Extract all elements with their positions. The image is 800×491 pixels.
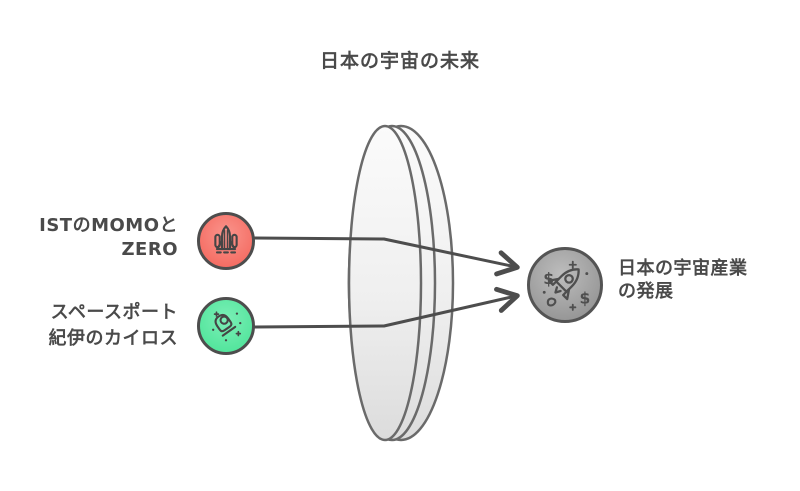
input-label-kairos-line2: 紀伊のカイロス bbox=[48, 328, 178, 349]
connector-line-bottom bbox=[253, 286, 520, 329]
output-node-space-industry: $ $ bbox=[527, 247, 603, 323]
input-label-ist-line1: ISTのMOMOと bbox=[39, 215, 178, 236]
spaceship-icon bbox=[212, 311, 242, 342]
dollar-sign-right: $ bbox=[580, 290, 591, 308]
input-label-ist-line2: ZERO bbox=[121, 239, 178, 260]
input-label-kairos-line1: スペースポート bbox=[50, 302, 178, 323]
diagram-title: 日本の宇宙の未来 bbox=[319, 50, 480, 72]
lens-front-ellipse bbox=[347, 124, 423, 442]
space-shuttle-icon bbox=[214, 225, 238, 254]
input-label-ist: ISTのMOMOと ZERO bbox=[20, 214, 178, 262]
output-label-space-industry: 日本の宇宙産業 の発展 bbox=[618, 257, 788, 303]
rocket-money-icon: $ $ bbox=[542, 260, 591, 311]
lens-shape bbox=[347, 124, 455, 442]
output-label-line1: 日本の宇宙産業 bbox=[618, 258, 748, 279]
dollar-sign-left: $ bbox=[543, 270, 554, 288]
input-node-ist bbox=[197, 212, 255, 270]
input-label-kairos: スペースポート 紀伊のカイロス bbox=[20, 300, 178, 352]
output-label-line2: の発展 bbox=[618, 281, 674, 302]
connector-line-top bbox=[253, 236, 520, 277]
input-node-kairos bbox=[197, 297, 255, 355]
